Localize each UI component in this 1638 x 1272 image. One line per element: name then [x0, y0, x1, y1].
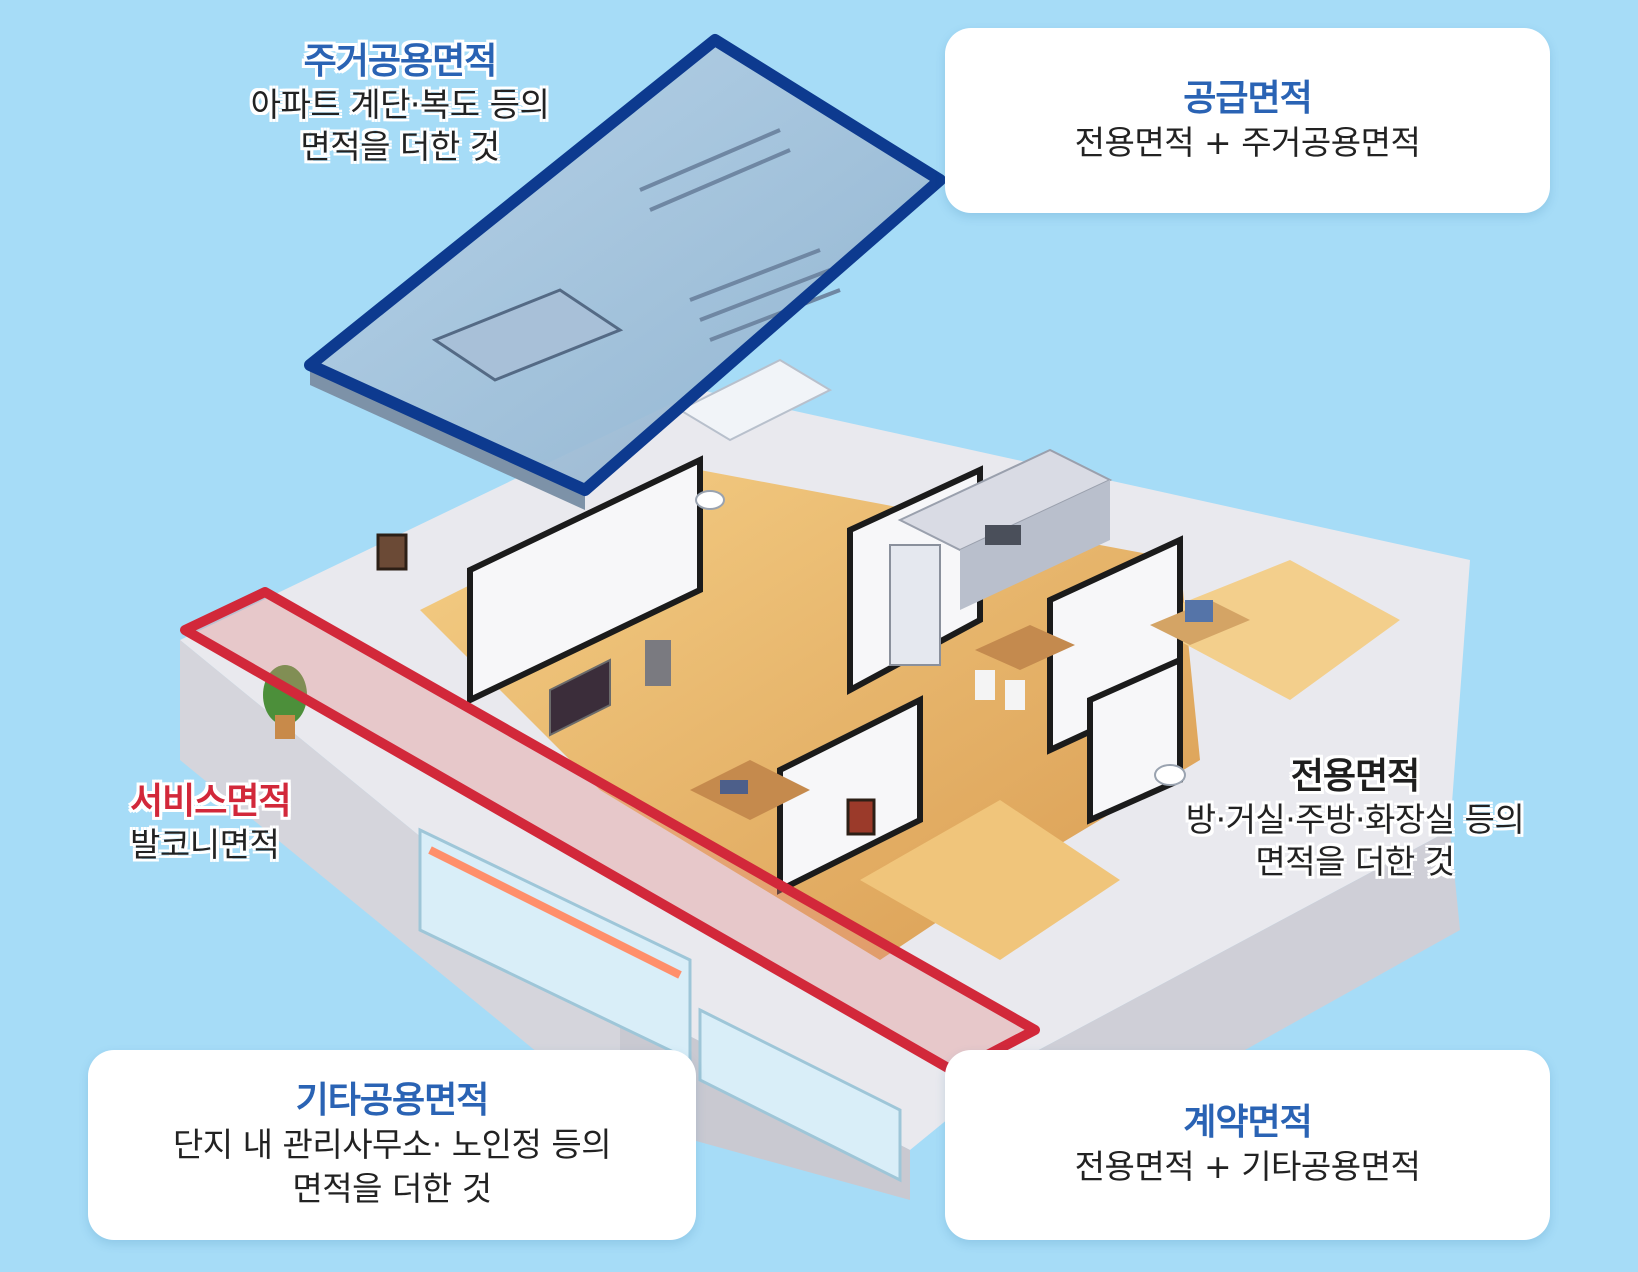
supply-area-formula: 전용면적 + 주거공용면적: [1074, 122, 1421, 162]
exclusive-area-callout: 전용면적 방·거실·주방·화장실 등의 면적을 더한 것: [1155, 755, 1555, 883]
picture-frame-icon: [376, 533, 408, 571]
service-area-desc: 발코니면적: [130, 825, 280, 864]
other-common-title: 기타공용면적: [295, 1080, 490, 1121]
contract-area-card: 계약면적 전용면적 + 기타공용면적: [945, 1050, 1550, 1240]
service-area-balcony: [180, 587, 1040, 1077]
supply-area-card: 공급면적 전용면적 + 주거공용면적: [945, 28, 1550, 213]
living-room: [376, 533, 876, 836]
service-area-callout: 서비스면적 발코니면적: [130, 780, 330, 866]
other-common-desc-1: 단지 내 관리사무소· 노인정 등의: [172, 1125, 612, 1164]
dining-table: [975, 625, 1075, 710]
other-common-desc-2: 면적을 더한 것: [292, 1169, 492, 1208]
residential-common-callout: 주거공용면적 아파트 계단·복도 등의 면적을 더한 것: [200, 40, 600, 168]
contract-area-title: 계약면적: [1183, 1102, 1312, 1143]
kitchen: [889, 448, 1113, 666]
residential-common-desc-1: 아파트 계단·복도 등의: [250, 85, 550, 124]
exclusive-area-desc-2: 면적을 더한 것: [1255, 842, 1455, 881]
toilet-icon: [677, 358, 1186, 786]
exclusive-area-desc-1: 방·거실·주방·화장실 등의: [1185, 800, 1525, 839]
staircase-icon: [639, 128, 841, 342]
residential-common-area: [304, 34, 946, 510]
refrigerator-icon: [889, 544, 941, 666]
television-icon: [549, 658, 611, 737]
service-area-title: 서비스면적: [130, 781, 292, 822]
residential-common-title: 주거공용면적: [303, 41, 498, 82]
other-common-area-card: 기타공용면적 단지 내 관리사무소· 노인정 등의 면적을 더한 것: [88, 1050, 696, 1240]
exclusive-area-title: 전용면적: [1290, 756, 1420, 797]
contract-area-formula: 전용면적 + 기타공용면적: [1074, 1147, 1421, 1186]
computer-desk-icon: [1150, 600, 1250, 645]
speaker-icon: [645, 640, 671, 686]
balcony-railing: [418, 827, 902, 1183]
supply-area-title: 공급면적: [1183, 77, 1312, 119]
stove-icon: [985, 525, 1021, 545]
residential-common-desc-2: 면적을 더한 것: [300, 127, 500, 166]
